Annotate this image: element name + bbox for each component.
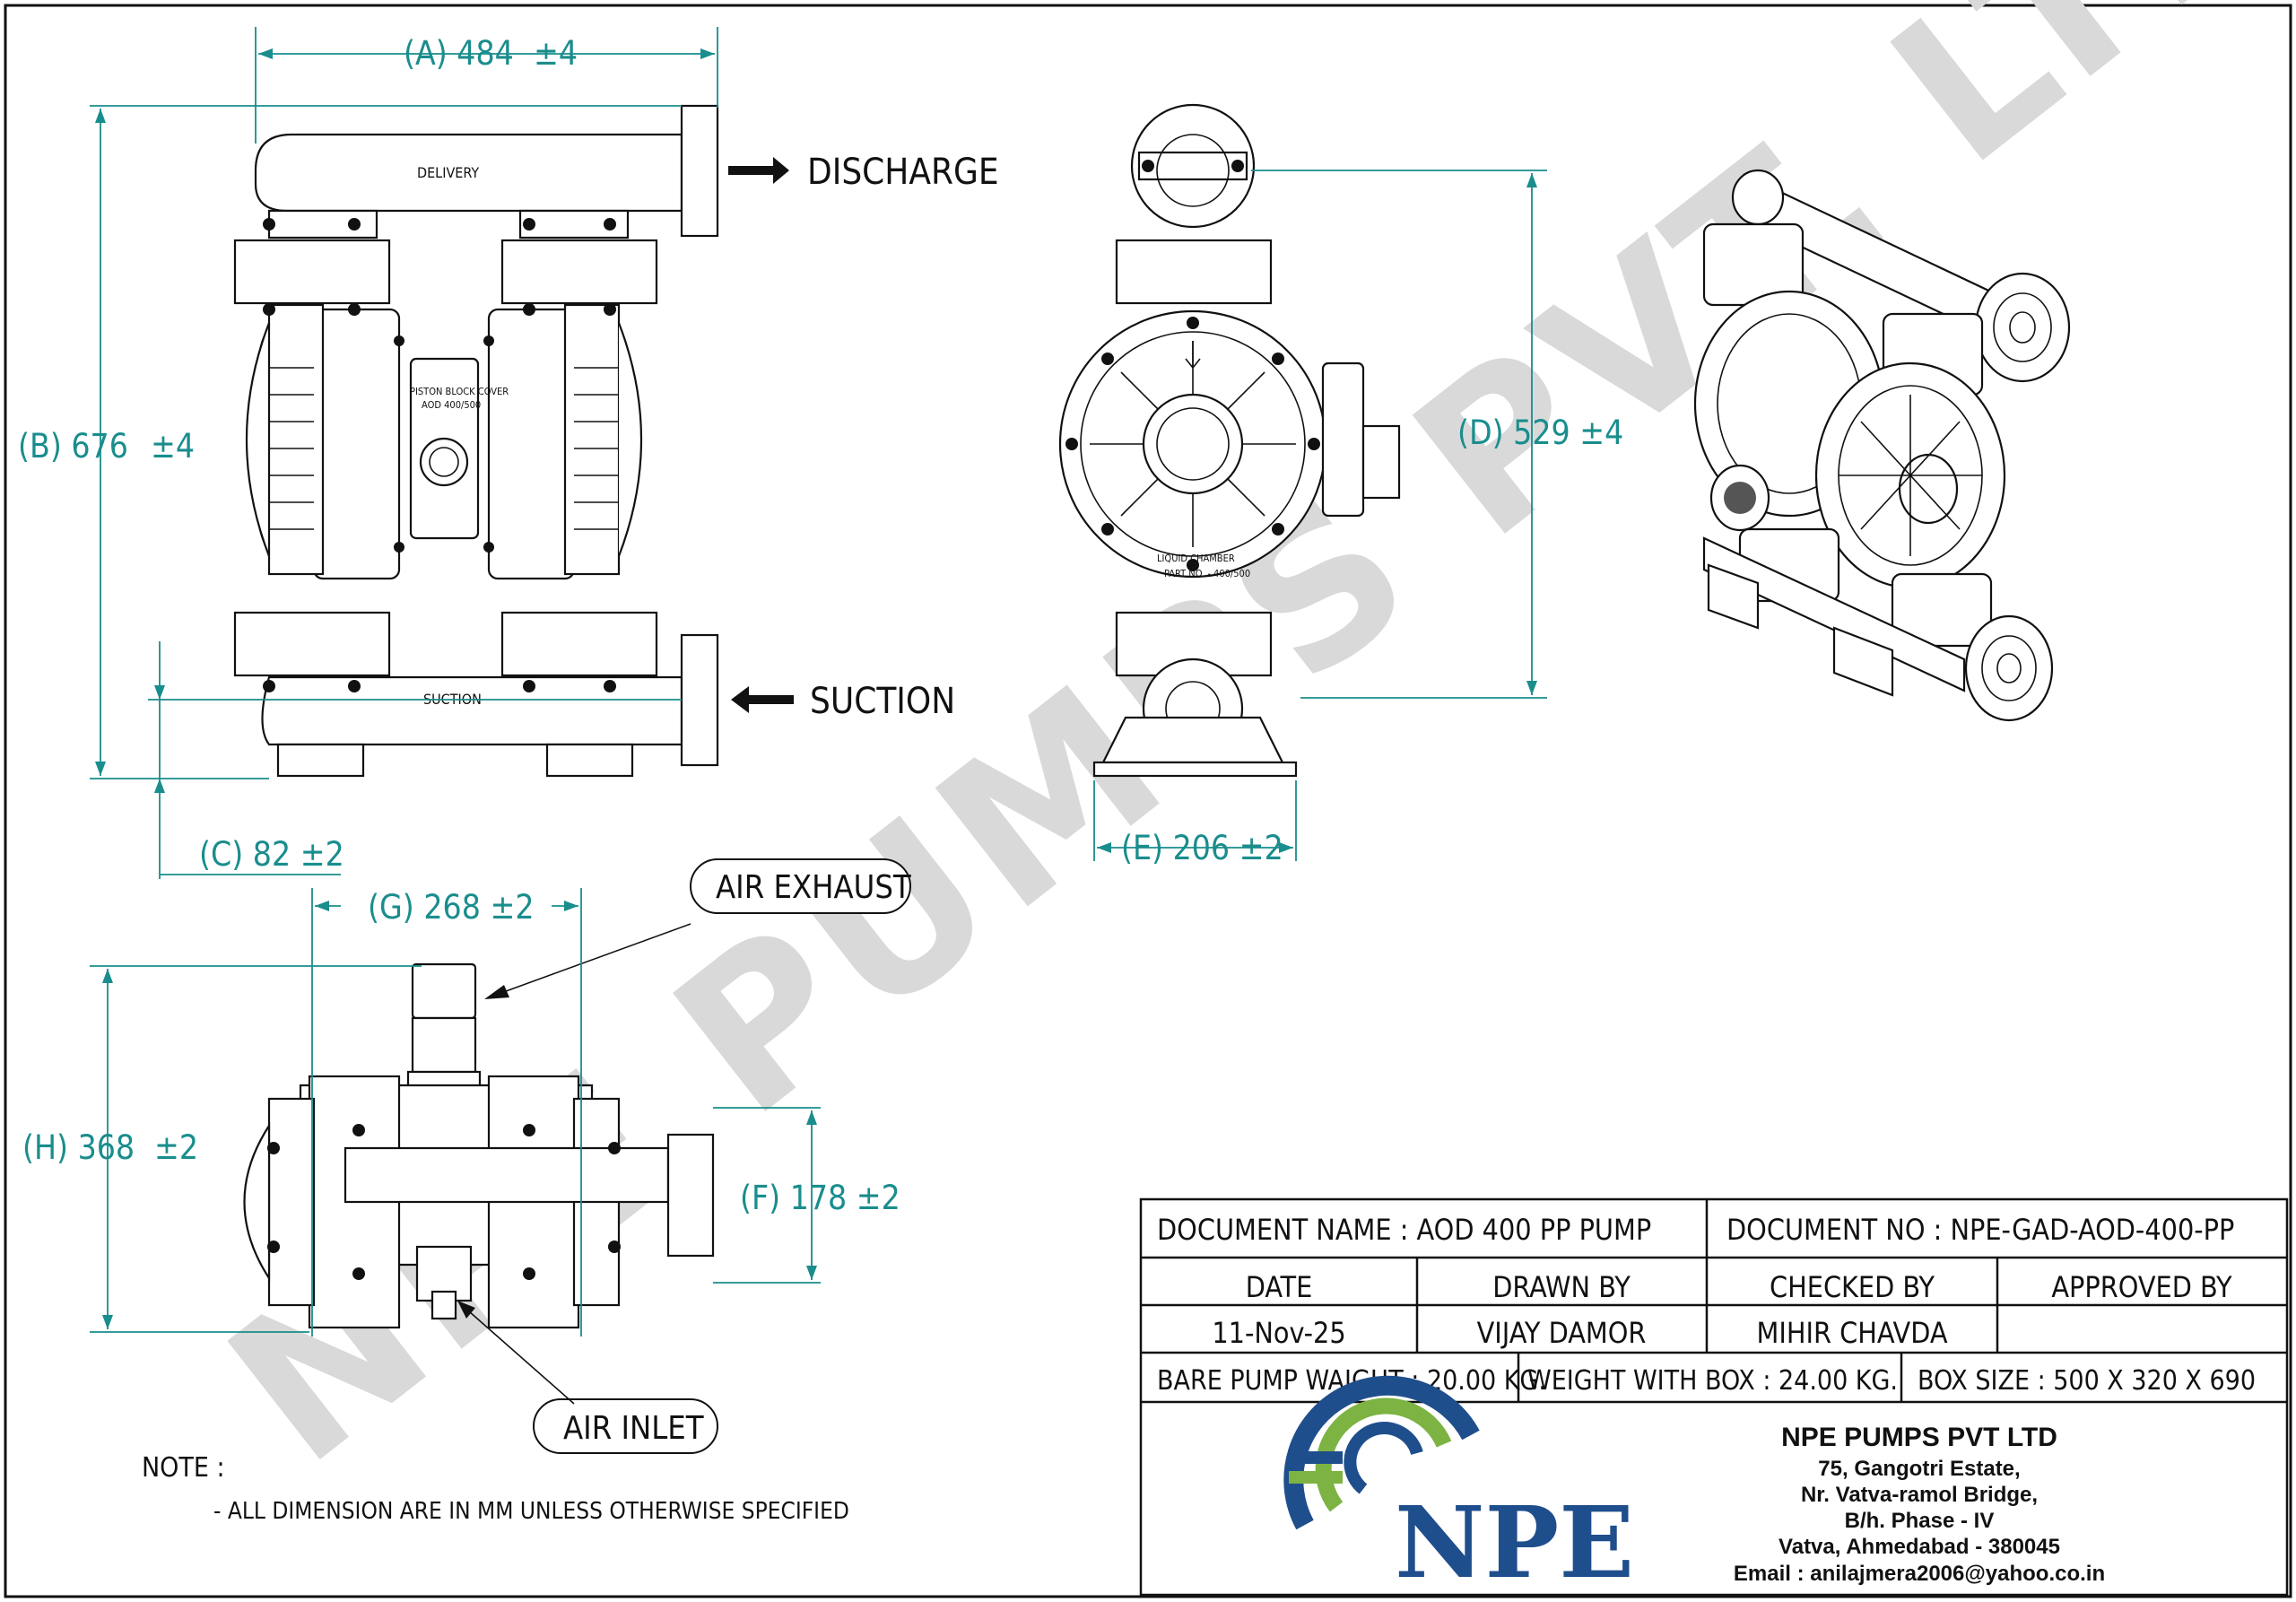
air-inlet-callout bbox=[533, 1398, 718, 1454]
checked-by-value: MIHIR CHAVDA bbox=[1757, 1316, 1948, 1350]
piston-block-label: PISTON BLOCK COVER bbox=[410, 386, 509, 397]
discharge-arrow-icon bbox=[728, 157, 789, 184]
air-exhaust-callout bbox=[690, 858, 911, 914]
dim-h-label: (H) 368 bbox=[22, 1128, 135, 1167]
delivery-label: DELIVERY bbox=[417, 164, 479, 181]
note-line: - ALL DIMENSION ARE IN MM UNLESS OTHERWI… bbox=[213, 1498, 849, 1525]
checked-by-header: CHECKED BY bbox=[1770, 1270, 1935, 1304]
box-size: BOX SIZE : 500 X 320 X 690 bbox=[1918, 1365, 2256, 1397]
dim-b-label: (B) 676 bbox=[18, 427, 128, 466]
box-weight: WEIGHT WITH BOX : 24.00 KG. bbox=[1527, 1365, 1898, 1397]
logo-text: NPE bbox=[1395, 1484, 1634, 1600]
sheet-border bbox=[4, 4, 2292, 1598]
dim-d-label: (D) 529 ±4 bbox=[1457, 414, 1623, 452]
npe-logo: NPE bbox=[1283, 1375, 1634, 1600]
company-address-2: Nr. Vatva-ramol Bridge, bbox=[1801, 1483, 2038, 1507]
company-address-4: Vatva, Ahmedabad - 380045 bbox=[1779, 1535, 2060, 1559]
company-address-3: B/h. Phase - IV bbox=[1845, 1509, 1995, 1533]
date-header: DATE bbox=[1246, 1270, 1313, 1304]
top-view-dimensions: (G) 268 ±2 (H) 368 ±2 (F) 178 ±2 bbox=[22, 884, 900, 1336]
drawn-by-value: VIJAY DAMOR bbox=[1477, 1316, 1647, 1350]
top-view: AIR EXHAUST AIR INLET bbox=[243, 858, 911, 1454]
dim-g-label: (G) 268 ±2 bbox=[368, 888, 535, 927]
dim-a-tol: ±4 bbox=[534, 34, 578, 73]
suction-label: SUCTION bbox=[810, 681, 955, 722]
liquid-chamber-label: LIQUID CHAMBER bbox=[1157, 553, 1235, 564]
dim-a-label: (A) 484 bbox=[404, 34, 514, 73]
company-address-1: 75, Gangotri Estate, bbox=[1818, 1457, 2020, 1481]
dim-h-tol: ±2 bbox=[154, 1128, 198, 1167]
drawn-by-header: DRAWN BY bbox=[1492, 1270, 1631, 1304]
dim-b-tol: ±4 bbox=[151, 427, 195, 466]
air-inlet-label: AIR INLET bbox=[563, 1410, 704, 1447]
company-name: NPE PUMPS PVT LTD bbox=[1781, 1423, 2057, 1452]
dim-f-label: (F) 178 ±2 bbox=[740, 1179, 900, 1217]
dim-c-label: (C) 82 ±2 bbox=[199, 835, 344, 874]
document-no: DOCUMENT NO : NPE-GAD-AOD-400-PP bbox=[1726, 1213, 2234, 1247]
piston-part-label: AOD 400/500 bbox=[422, 399, 481, 411]
air-exhaust-label: AIR EXHAUST bbox=[716, 869, 911, 906]
front-view: DELIVERY PISTON BLOCK COVER AOD 400/500 … bbox=[233, 104, 999, 778]
suction-arrow-icon bbox=[731, 686, 794, 713]
note-title: NOTE : bbox=[142, 1452, 225, 1484]
date-value: 11-Nov-25 bbox=[1212, 1316, 1345, 1350]
side-view-dimensions: (D) 529 ±4 (E) 206 ±2 bbox=[1093, 170, 1623, 867]
dim-e-label: (E) 206 ±2 bbox=[1121, 829, 1283, 867]
document-name: DOCUMENT NAME : AOD 400 PP PUMP bbox=[1157, 1213, 1651, 1247]
company-email: Email : anilajmera2006@yahoo.co.in bbox=[1734, 1562, 2105, 1586]
isometric-view bbox=[1693, 169, 2071, 722]
approved-by-header: APPROVED BY bbox=[2051, 1270, 2232, 1304]
discharge-label: DISCHARGE bbox=[807, 152, 999, 193]
side-view: LIQUID CHAMBER PART NO. - 400/500 bbox=[1058, 103, 1401, 778]
liquid-part-label: PART NO. - 400/500 bbox=[1164, 568, 1250, 579]
front-view-dimensions: (A) 484 ±4 (B) 676 ±4 (C) 82 ±2 bbox=[18, 27, 718, 879]
